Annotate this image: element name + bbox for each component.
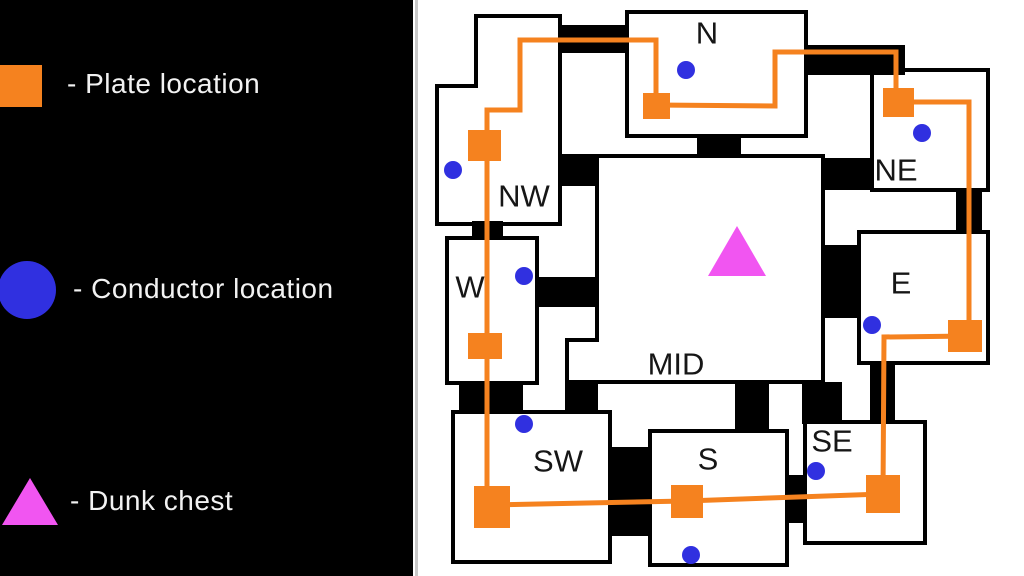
room-label-NE: NE: [874, 153, 917, 188]
legend-label-conductor: - Conductor location: [73, 273, 334, 304]
corridor: [697, 136, 741, 157]
conductor-N: [677, 61, 695, 79]
corridor: [459, 382, 523, 413]
conductor-W: [515, 267, 533, 285]
room-NW: [435, 14, 562, 226]
room-label-W: W: [455, 270, 485, 305]
conductor-S: [682, 546, 700, 564]
corridor: [610, 447, 651, 536]
room-label-N: N: [696, 16, 718, 51]
conductor-NW: [444, 161, 462, 179]
corridor: [735, 382, 769, 432]
corridor: [537, 277, 598, 307]
conductor-SW: [515, 415, 533, 433]
wire-path: [484, 37, 972, 508]
corridor: [823, 245, 860, 318]
plate-NW: [468, 130, 501, 161]
legend-panel: - Plate location - Conductor location - …: [0, 0, 413, 576]
conductor-SE: [807, 462, 825, 480]
legend-map-divider: [415, 0, 418, 576]
room-label-SW: SW: [533, 444, 584, 479]
corridor: [565, 382, 598, 413]
plate-SE: [866, 475, 900, 513]
conductor-NE: [913, 124, 931, 142]
room-label-E: E: [891, 266, 912, 301]
corridor: [558, 154, 598, 186]
legend-label-plate: - Plate location: [67, 68, 261, 99]
plate-SW: [474, 486, 510, 528]
room-W: [445, 236, 539, 385]
plate-swatch-icon: [0, 65, 42, 107]
conductor-E: [863, 316, 881, 334]
plate-N: [643, 93, 670, 119]
room-label-S: S: [698, 442, 719, 477]
plate-NE: [883, 88, 914, 117]
plate-S: [671, 485, 703, 518]
corridor: [802, 382, 842, 424]
room-label-MID: MID: [648, 347, 705, 382]
plate-W: [468, 333, 502, 359]
legend-label-dunk-chest: - Dunk chest: [70, 485, 234, 516]
corridor: [822, 158, 873, 190]
room-label-NW: NW: [498, 179, 550, 214]
dunk-chest-swatch-icon: [2, 478, 58, 525]
plate-E: [948, 320, 982, 352]
dunk-chest-icon: [708, 226, 766, 276]
conductor-swatch-icon: [0, 261, 56, 319]
room-label-SE: SE: [811, 424, 852, 459]
